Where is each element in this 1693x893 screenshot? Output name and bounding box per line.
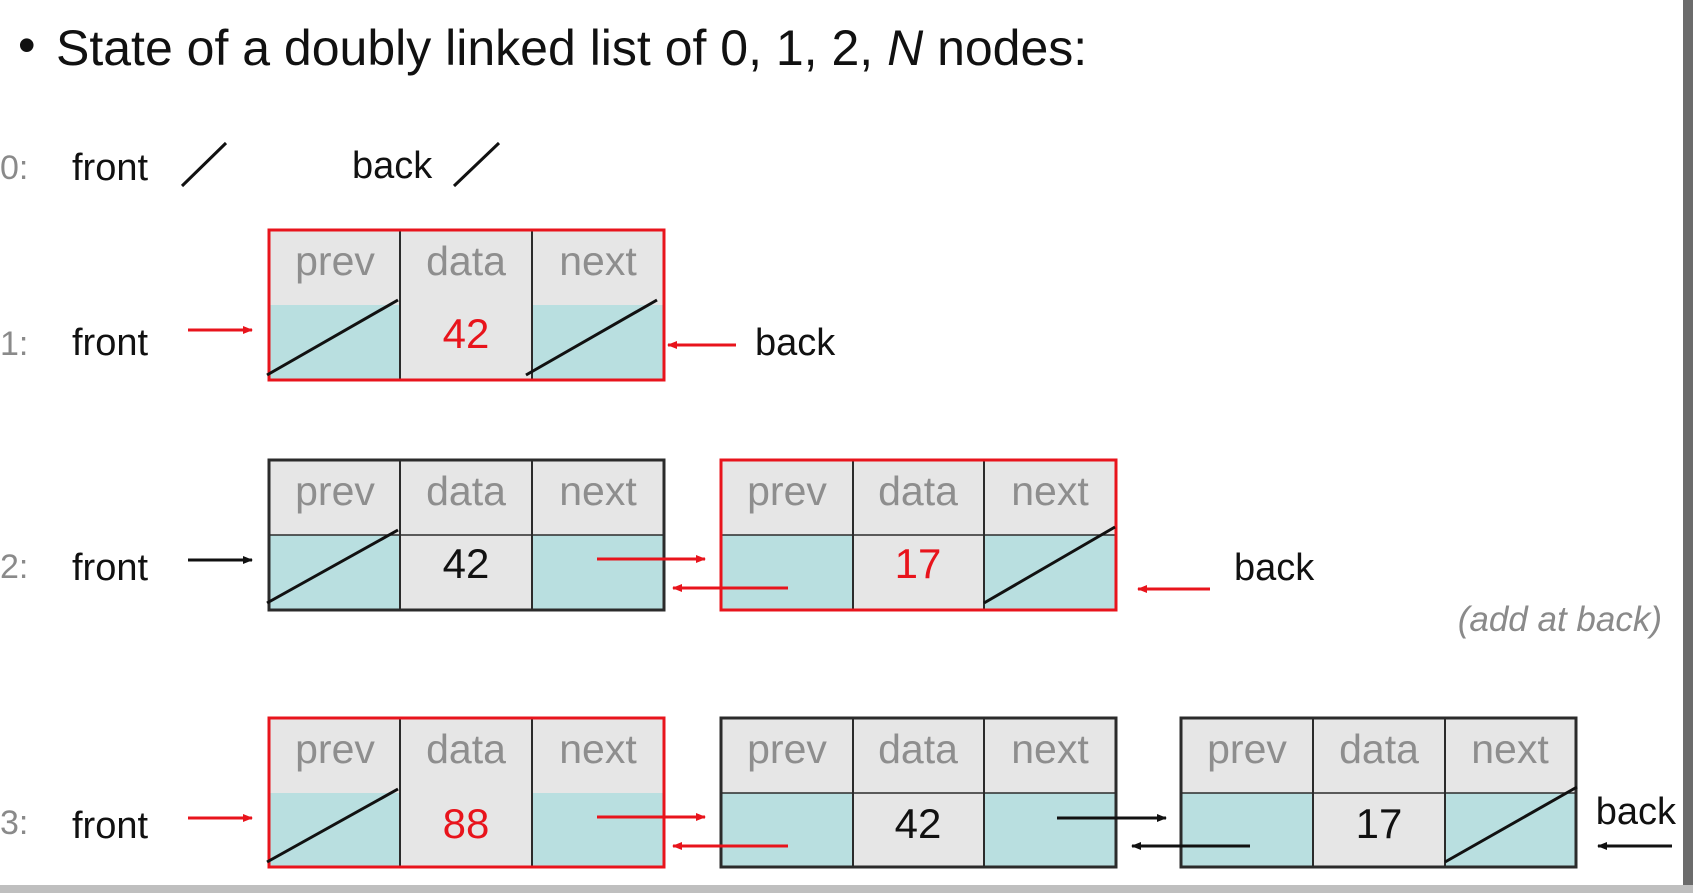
row0-back-label: back	[352, 145, 433, 187]
row1-node1-prev-null-slash	[266, 298, 399, 377]
row2-node2-prev-label: prev	[747, 468, 827, 514]
row3-node2-prev-label: prev	[747, 726, 827, 772]
row3-node-2: prev data next 42	[719, 716, 1118, 869]
row2-node-2: prev data next 17	[719, 458, 1118, 612]
row-label-3: 3:	[0, 804, 28, 842]
row1-node1-next-null-slash	[525, 298, 658, 377]
window-right-edge	[1683, 0, 1693, 893]
row2-node1-prev-label: prev	[295, 468, 375, 514]
title-text-italic: N	[887, 20, 924, 76]
window-bottom-edge	[0, 885, 1693, 893]
row3-node1-data-label: data	[426, 726, 506, 772]
slide-title: State of a doubly linked list of 0, 1, 2…	[56, 20, 1087, 76]
row2-front-label: front	[72, 547, 148, 589]
row1-node1-data-label: data	[426, 238, 506, 284]
row3-back-label: back	[1596, 791, 1677, 833]
row3-node3-value: 17	[1356, 800, 1403, 847]
row2-node-1: prev data next 42	[266, 458, 666, 612]
row3-node1-value: 88	[443, 800, 490, 847]
row3-node-3: prev data next 17	[1179, 716, 1578, 869]
row1-node1-prev-label: prev	[295, 238, 375, 284]
row2-node1-data-label: data	[426, 468, 506, 514]
row3-node2-data-label: data	[878, 726, 958, 772]
row2-node1-prev-null-slash	[266, 528, 399, 605]
row2-back-label: back	[1234, 547, 1315, 589]
row1-node1-value: 42	[443, 310, 490, 357]
row3-node3-prev-label: prev	[1207, 726, 1287, 772]
row-label-1: 1:	[0, 325, 28, 363]
row1-node1-next-label: next	[559, 238, 637, 284]
row3-node3-next-label: next	[1471, 726, 1549, 772]
row3-node2-next-label: next	[1011, 726, 1089, 772]
row2-node1-next-label: next	[559, 468, 637, 514]
row3-node3-next-null-slash	[1444, 785, 1578, 864]
row3-node1-next-label: next	[559, 726, 637, 772]
row2-node1-value: 42	[443, 540, 490, 587]
row-label-0: 0:	[0, 149, 28, 187]
title-text-after: nodes:	[923, 20, 1087, 76]
row3-node1-prev-label: prev	[295, 726, 375, 772]
row-label-2: 2:	[0, 548, 28, 586]
row3-node1-prev-null-slash	[266, 787, 399, 864]
row2-node2-value: 17	[895, 540, 942, 587]
row1-front-label: front	[72, 322, 148, 364]
row1-back-label: back	[755, 322, 836, 364]
title-bullet: •	[18, 17, 36, 73]
row3-node3-data-label: data	[1339, 726, 1419, 772]
row2-node2-next-label: next	[1011, 468, 1089, 514]
row1-node-1: prev data next 42	[266, 228, 666, 382]
title-text-before: State of a doubly linked list of 0, 1, 2…	[56, 20, 887, 76]
row3-node2-value: 42	[895, 800, 942, 847]
row0-front-null-slash	[180, 141, 228, 188]
row2-node2-data-label: data	[878, 468, 958, 514]
row3-node-1: prev data next 88	[266, 716, 666, 869]
row3-front-label: front	[72, 805, 148, 847]
row0-front-label: front	[72, 147, 148, 189]
add-at-back-note: (add at back)	[1458, 600, 1662, 639]
row0-back-null-slash	[452, 141, 501, 188]
row2-node2-next-null-slash	[983, 525, 1116, 605]
